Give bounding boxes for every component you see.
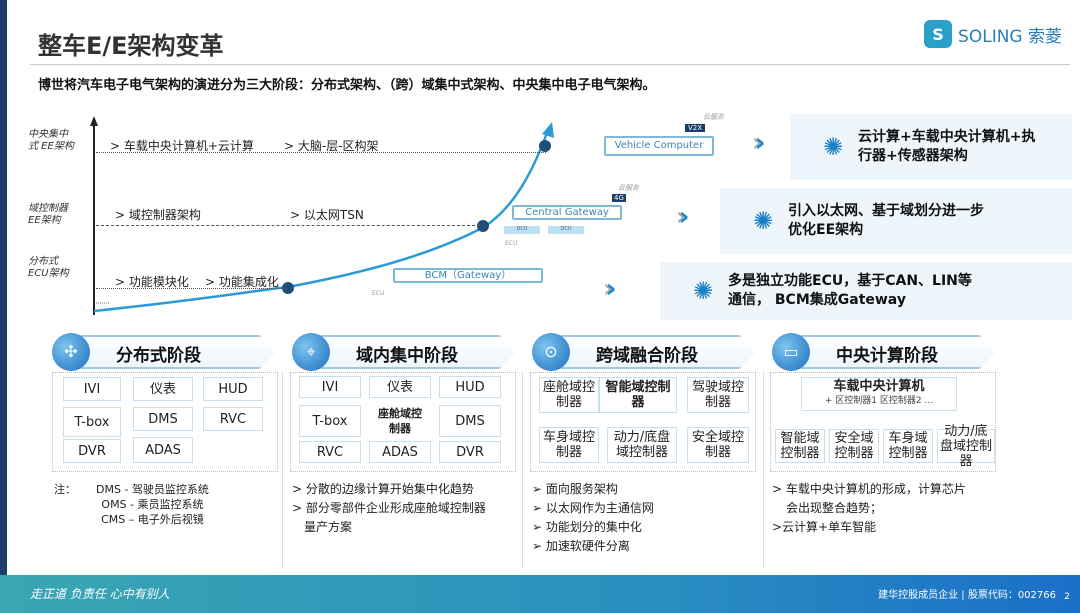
module-cell: RVC bbox=[299, 441, 361, 463]
cockpit-controller-cell: 座舱域控制器 bbox=[377, 403, 423, 439]
stage-header-central: ▭中央计算阶段 bbox=[768, 333, 996, 371]
module-cell: 驾驶域控制器 bbox=[687, 377, 749, 413]
module-cell: 车身域控制器 bbox=[539, 427, 599, 463]
panel-distributed: ✺多是独立功能ECU，基于CAN、LIN等通信， BCM集成Gateway bbox=[660, 262, 1072, 320]
cloud-service-label: 云服务 bbox=[703, 113, 724, 121]
bcm-gateway-box: BCM（Gateway） bbox=[393, 268, 543, 283]
network-icon: ✣ bbox=[52, 333, 90, 371]
module-cell: 动力/底盘域控制器 bbox=[937, 424, 995, 469]
stage-header-intra-domain: ⌖域内集中阶段 bbox=[288, 333, 516, 371]
stage-grid: 车载中央计算机+ 区控制器1 区控制器2 ... 智能域控制器 安全域控制器 车… bbox=[770, 372, 996, 472]
page-title: 整车E/E架构变革 bbox=[38, 32, 224, 60]
double-chevron-icon: ›› bbox=[752, 128, 766, 158]
evolution-curve bbox=[90, 116, 554, 315]
stage-header-cross-domain: ⊙跨域融合阶段 bbox=[528, 333, 756, 371]
divider bbox=[282, 372, 283, 567]
logo-mark-icon: S bbox=[924, 20, 953, 48]
module-cell: IVI bbox=[63, 377, 121, 401]
stage-grid: IVI 仪表 HUD T-box DMS RVC DVR ADAS bbox=[52, 372, 278, 472]
panel-central: ✺云计算+车载中央计算机+执行器+传感器架构 bbox=[790, 114, 1072, 180]
footer-company: 建华控股成员企业 | 股票代码：002766 bbox=[878, 590, 1056, 601]
module-cell: 仪表 bbox=[369, 376, 431, 398]
stage-header-distributed: ✣分布式阶段 bbox=[48, 333, 276, 371]
central-computer-cell: 车载中央计算机+ 区控制器1 区控制器2 ... bbox=[801, 377, 957, 411]
level-line bbox=[96, 225, 480, 226]
module-cell: 车身域控制器 bbox=[883, 429, 933, 463]
module-cell: ADAS bbox=[369, 441, 431, 463]
vehicle-computer-box: Vehicle Computer bbox=[604, 136, 714, 156]
double-chevron-icon: ›› bbox=[603, 274, 617, 304]
module-cell: DMS bbox=[439, 405, 501, 437]
level-line bbox=[96, 288, 286, 289]
ecu-label: ECU bbox=[505, 240, 518, 247]
module-cell: 座舱域控制器 bbox=[539, 377, 599, 413]
dcu-box: DCU bbox=[504, 226, 540, 234]
module-cell: 智能域控制器 bbox=[775, 429, 825, 463]
lightbulb-gear-icon: ✺ bbox=[692, 277, 714, 305]
module-cell: RVC bbox=[203, 407, 263, 431]
computer-icon: ▭ bbox=[772, 333, 810, 371]
level-text: > 车载中央计算机+云计算 bbox=[110, 139, 254, 153]
footer-slogan: 走正道 负责任 心中有别人 bbox=[30, 587, 170, 601]
module-cell: DVR bbox=[63, 439, 121, 463]
stage-grid: IVI 仪表 HUD T-box 座舱域控制器 DMS RVC ADAS DVR bbox=[290, 372, 516, 472]
module-cell: 智能域控制器 bbox=[599, 377, 677, 413]
module-cell: IVI bbox=[299, 376, 361, 398]
header-divider bbox=[30, 64, 1070, 65]
lightbulb-gear-icon: ✺ bbox=[822, 133, 844, 161]
logo-text: SOLING 索菱 bbox=[958, 26, 1062, 47]
subtitle: 博世将汽车电子电气架构的演进分为三大阶段：分布式架构、（跨）域集中式架构、中央集… bbox=[38, 78, 656, 93]
v2x-badge: V2X bbox=[685, 124, 706, 132]
level-text: > 功能集成化 bbox=[205, 275, 279, 289]
footer-bar bbox=[0, 575, 1080, 613]
stage-grid: 座舱域控制器 智能域控制器 驾驶域控制器 车身域控制器 动力/底盘域控制器 安全… bbox=[530, 372, 756, 472]
level-text: > 以太网TSN bbox=[290, 208, 364, 222]
level-line bbox=[96, 152, 546, 153]
module-cell: HUD bbox=[203, 377, 263, 401]
divider bbox=[522, 372, 523, 567]
module-cell: 动力/底盘域控制器 bbox=[607, 427, 677, 463]
module-cell: DVR bbox=[439, 441, 501, 463]
panel-domain: ✺引入以太网、基于域划分进一步优化EE架构 bbox=[720, 188, 1072, 254]
milestone-dot bbox=[282, 282, 294, 294]
module-cell: 安全域控制器 bbox=[829, 429, 879, 463]
ecu-label: ECU bbox=[372, 290, 385, 297]
module-cell: T-box bbox=[63, 407, 121, 437]
milestone-dot bbox=[539, 140, 551, 152]
page-number: 2 bbox=[1064, 592, 1070, 602]
divider bbox=[763, 372, 764, 567]
stage-notes: > 车载中央计算机的形成，计算芯片会出现整合趋势；>云计算+单车智能 bbox=[772, 482, 966, 534]
dcu-box: DCU bbox=[548, 226, 584, 234]
level-text: > 域控制器架构 bbox=[115, 208, 201, 222]
stage-notes: ➢ 面向服务架构➢ 以太网作为主通信网➢ 功能划分的集中化➢ 加速软硬件分离 bbox=[532, 482, 654, 553]
level-text: > 功能模块化 bbox=[115, 275, 189, 289]
module-cell: 仪表 bbox=[133, 377, 193, 401]
double-chevron-icon: ›› bbox=[676, 202, 690, 232]
module-cell: 安全域控制器 bbox=[687, 427, 749, 463]
module-cell: ADAS bbox=[133, 437, 193, 463]
location-pin-icon: ⌖ bbox=[292, 333, 330, 371]
module-cell: DMS bbox=[133, 407, 193, 431]
central-gateway-box: Central Gateway bbox=[512, 205, 622, 220]
lightbulb-gear-icon: ✺ bbox=[752, 207, 774, 235]
cloud-service-label: 云服务 bbox=[618, 184, 639, 192]
4g-badge: 4G bbox=[612, 194, 626, 202]
module-cell: T-box bbox=[299, 405, 361, 437]
map-pin-icon: ⊙ bbox=[532, 333, 570, 371]
level-text: > 大脑-层-区构架 bbox=[284, 139, 379, 153]
stage-notes: > 分散的边缘计算开始集中化趋势> 部分零部件企业形成座舱域控制器量产方案 bbox=[292, 482, 486, 534]
milestone-dot bbox=[477, 220, 489, 232]
module-cell: HUD bbox=[439, 376, 501, 398]
y-label-central: 中央集中式 EE架构 bbox=[28, 129, 74, 152]
left-accent-bar bbox=[0, 0, 7, 575]
